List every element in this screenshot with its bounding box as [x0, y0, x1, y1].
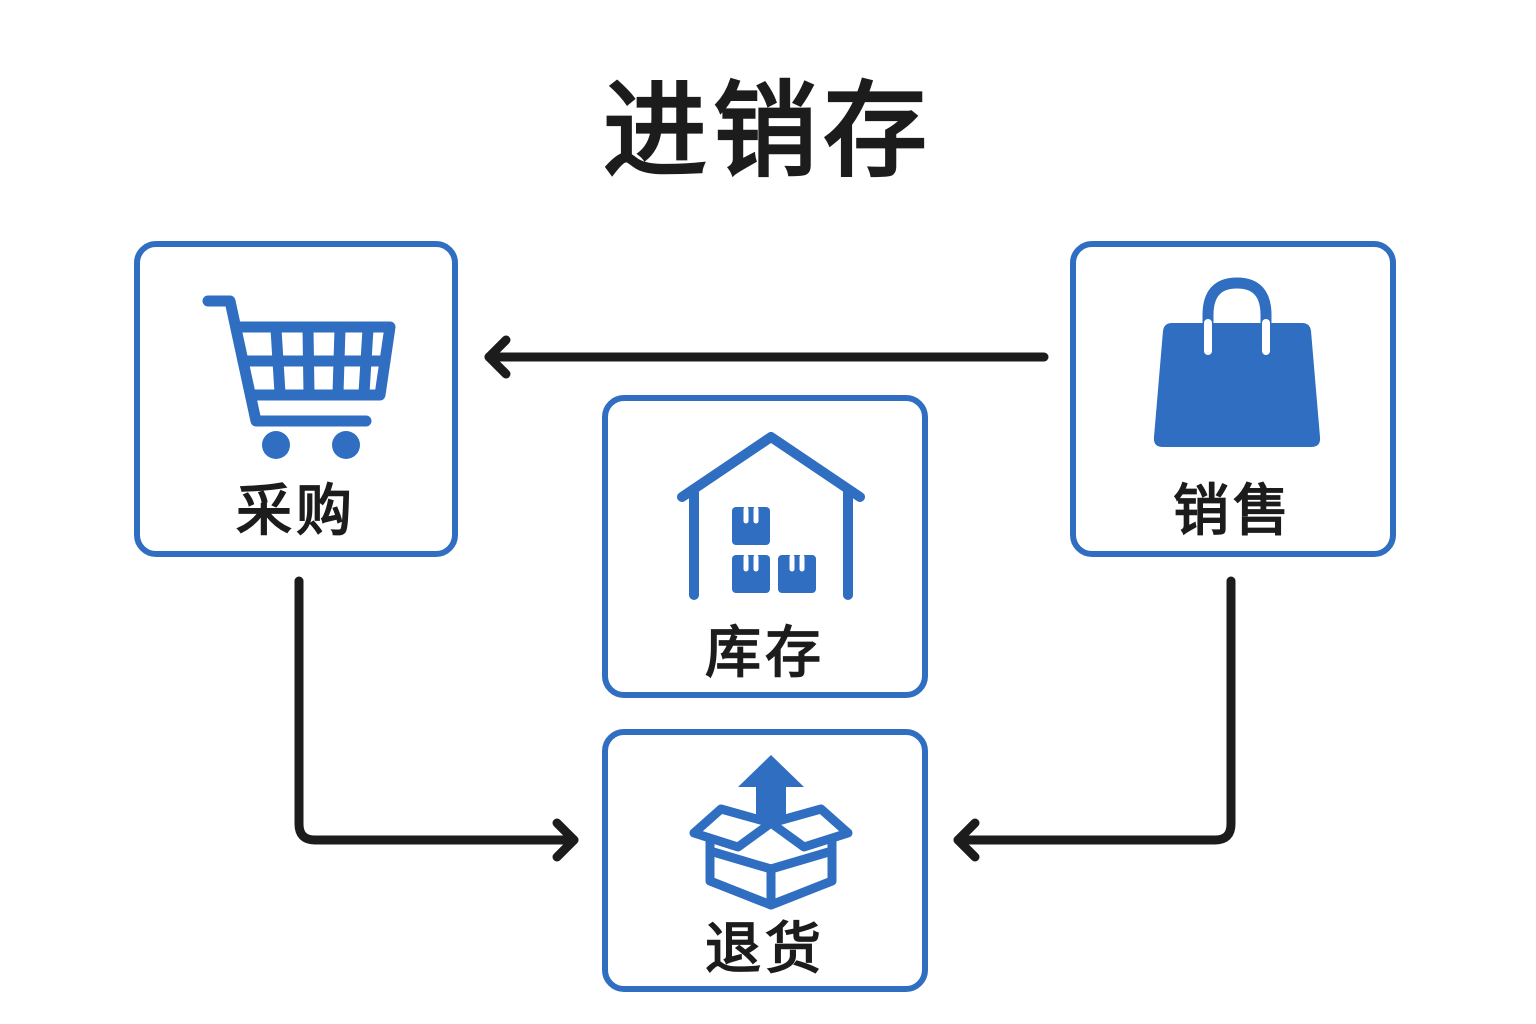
- node-sales-label: 销售: [1173, 479, 1293, 544]
- arrow-sales-to-return: [953, 576, 1236, 862]
- arrow-sales-to-purchase: [484, 335, 1049, 379]
- warehouse-icon: [677, 432, 865, 600]
- node-return-label: 退货: [705, 917, 825, 982]
- node-return: 退货: [602, 729, 928, 992]
- open-box-return-icon: [689, 755, 853, 910]
- node-stock: 库存: [602, 395, 928, 698]
- node-purchase: 采购: [134, 241, 458, 557]
- node-stock-label: 库存: [705, 621, 825, 686]
- arrow-purchase-to-return: [294, 576, 579, 862]
- shopping-bag-icon: [1153, 277, 1321, 447]
- node-sales: 销售: [1070, 241, 1396, 557]
- diagram-title: 进销存: [602, 70, 933, 192]
- shopping-cart-icon: [202, 295, 396, 459]
- node-purchase-label: 采购: [236, 479, 356, 544]
